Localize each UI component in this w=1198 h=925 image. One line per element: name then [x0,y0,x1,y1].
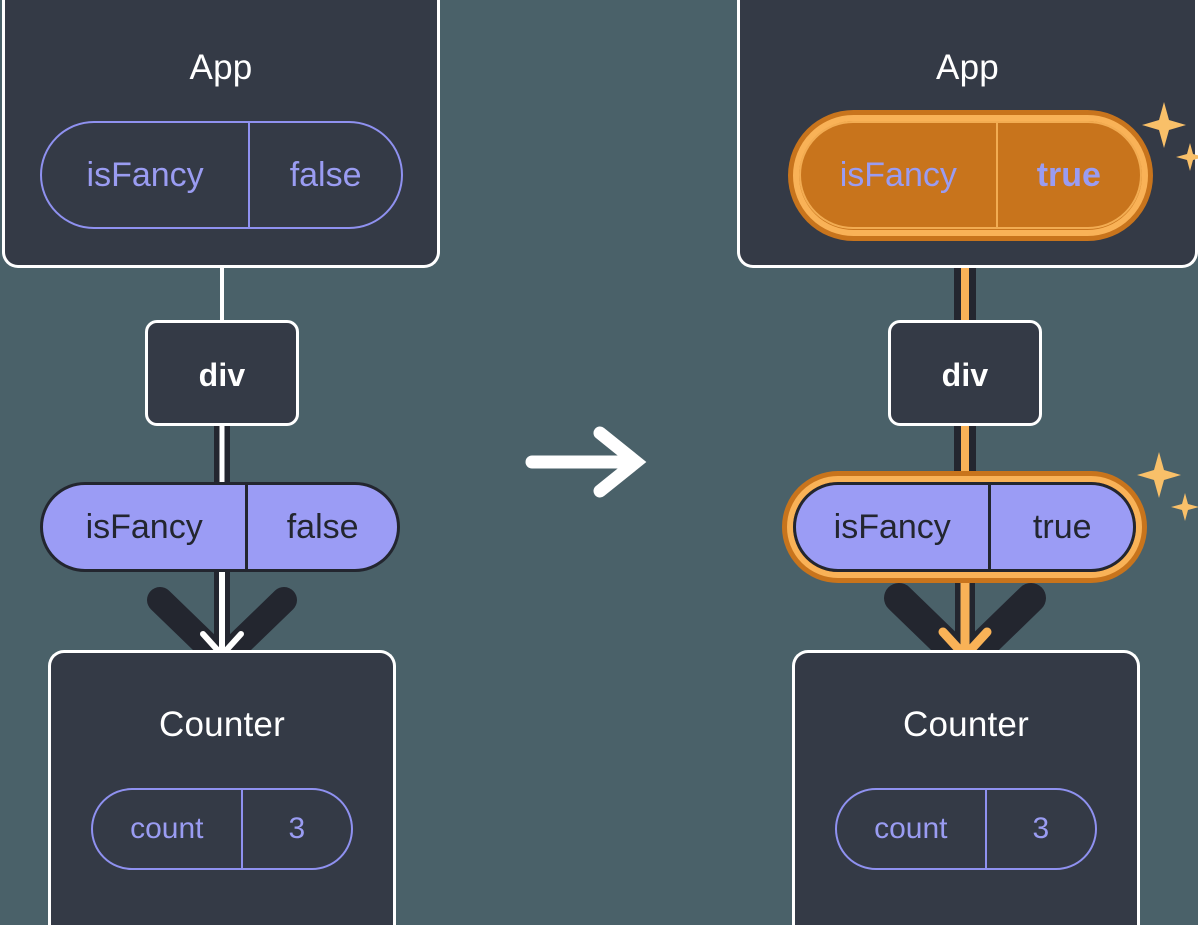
component-box-counter: Counter count 3 [48,650,396,925]
highlight-ring-inner [787,476,1142,578]
pill-value: false [289,155,362,194]
state-pill-isfancy-app[interactable]: isFancy true [799,121,1142,229]
pill-key: count [93,790,243,868]
pill-key: isFancy [42,123,251,227]
pill-key: count [837,790,987,868]
component-title-app: App [189,48,253,87]
pill-value: 3 [288,812,306,845]
highlight-ring-inner [793,115,1148,236]
pill-value: true [1032,507,1092,546]
element-box-div: div [888,320,1042,426]
component-title-counter: Counter [159,705,285,744]
component-title-counter: Counter [903,705,1029,744]
element-title-div: div [941,357,989,393]
element-box-div: div [145,320,299,426]
pill-value: false [286,507,359,546]
element-title-div: div [198,357,246,393]
pill-value: true [1036,155,1101,194]
panel-after: App isFancy true div isFancy true [599,0,1198,925]
prop-pill-isfancy[interactable]: isFancy true [793,482,1136,572]
pill-key: isFancy [43,485,249,569]
component-title-app: App [936,48,999,87]
panel-before: App isFancy false div isFancy false Coun… [0,0,599,925]
prop-pill-isfancy[interactable]: isFancy false [40,482,400,572]
state-pill-count-counter[interactable]: count 3 [91,788,353,870]
state-pill-isfancy-app[interactable]: isFancy false [40,121,403,229]
pill-key: isFancy [801,123,998,227]
component-box-counter: Counter count 3 [792,650,1140,925]
state-pill-count-counter[interactable]: count 3 [835,788,1097,870]
right-arrow-icon [525,426,647,498]
pill-key: isFancy [796,485,992,569]
pill-value: 3 [1032,812,1050,845]
